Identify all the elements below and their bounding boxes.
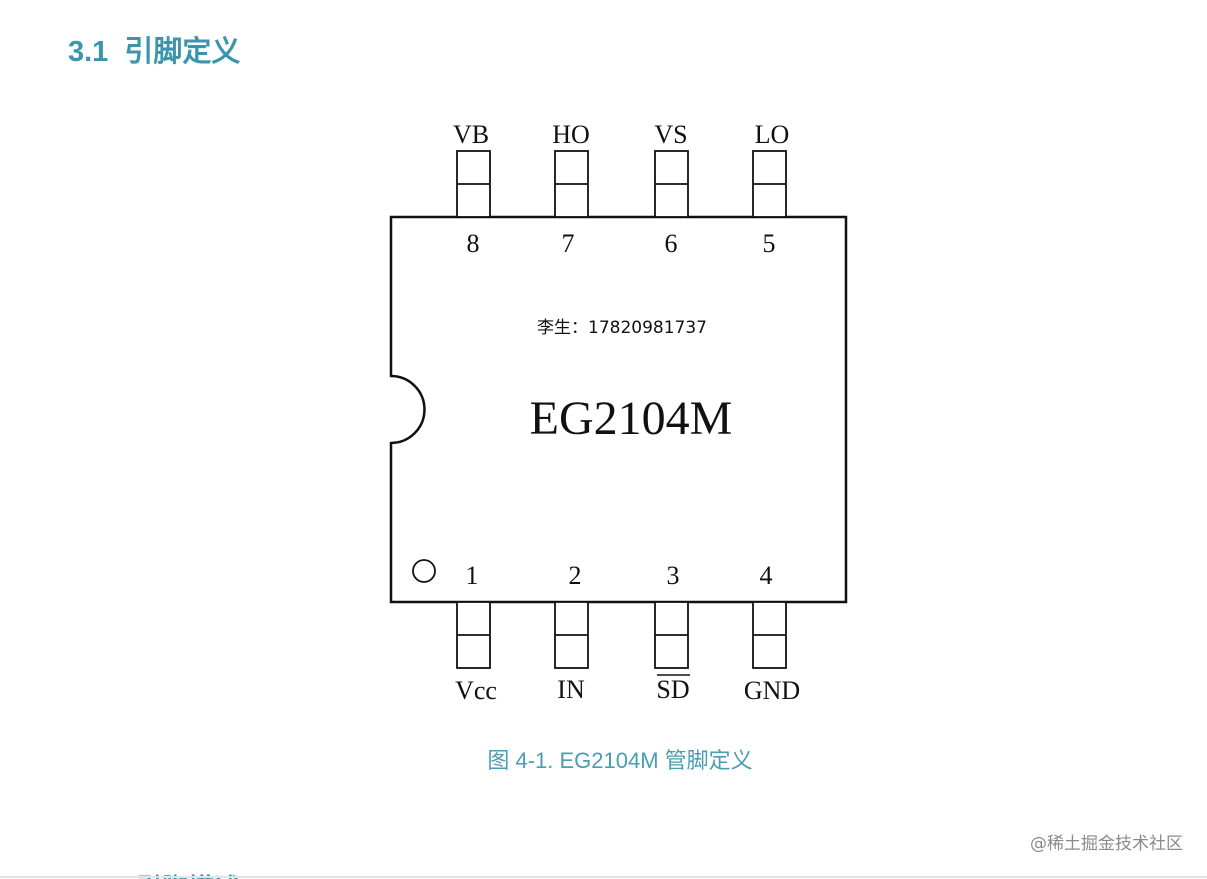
pin-number-1: 1 — [466, 561, 479, 590]
contact-note: 李生：17820981737 — [537, 318, 707, 338]
top-pin-8 — [456, 150, 491, 218]
page-divider — [0, 876, 1207, 878]
chip-body — [389, 215, 848, 604]
section-title: 引脚定义 — [124, 36, 241, 68]
watermark: @稀土掘金技术社区 — [1030, 834, 1183, 854]
pin-name-vs: VS — [654, 120, 687, 149]
bottom-pin-4 — [752, 601, 787, 669]
pin-name-in: IN — [557, 675, 585, 704]
pin-name-gnd: GND — [744, 676, 800, 705]
bottom-pin-2 — [554, 601, 589, 669]
pin-name-lo: LO — [755, 120, 790, 149]
top-pin-7 — [554, 150, 589, 218]
section-heading: 3.1 引脚定义 — [68, 30, 240, 74]
part-number: EG2104M — [530, 392, 733, 445]
pin-number-7: 7 — [562, 229, 575, 258]
pin-name-sd: SD — [656, 675, 689, 704]
section-number: 3.1 — [68, 36, 109, 68]
bottom-pin-1 — [456, 601, 491, 669]
top-pin-6 — [654, 150, 689, 218]
pin1-marker — [412, 559, 436, 583]
bottom-pin-3 — [654, 601, 689, 669]
top-pin-5 — [752, 150, 787, 218]
pin-name-vcc: Vcc — [455, 676, 497, 705]
pin-number-6: 6 — [665, 229, 678, 258]
pin-number-3: 3 — [667, 561, 680, 590]
figure-caption: 图 4-1. EG2104M 管脚定义 — [487, 748, 753, 773]
pin-name-ho: HO — [552, 120, 590, 149]
pin-number-2: 2 — [569, 561, 582, 590]
pin-number-5: 5 — [763, 229, 776, 258]
pin-number-8: 8 — [467, 229, 480, 258]
pin-number-4: 4 — [760, 561, 773, 590]
pin-name-vb: VB — [453, 120, 489, 149]
